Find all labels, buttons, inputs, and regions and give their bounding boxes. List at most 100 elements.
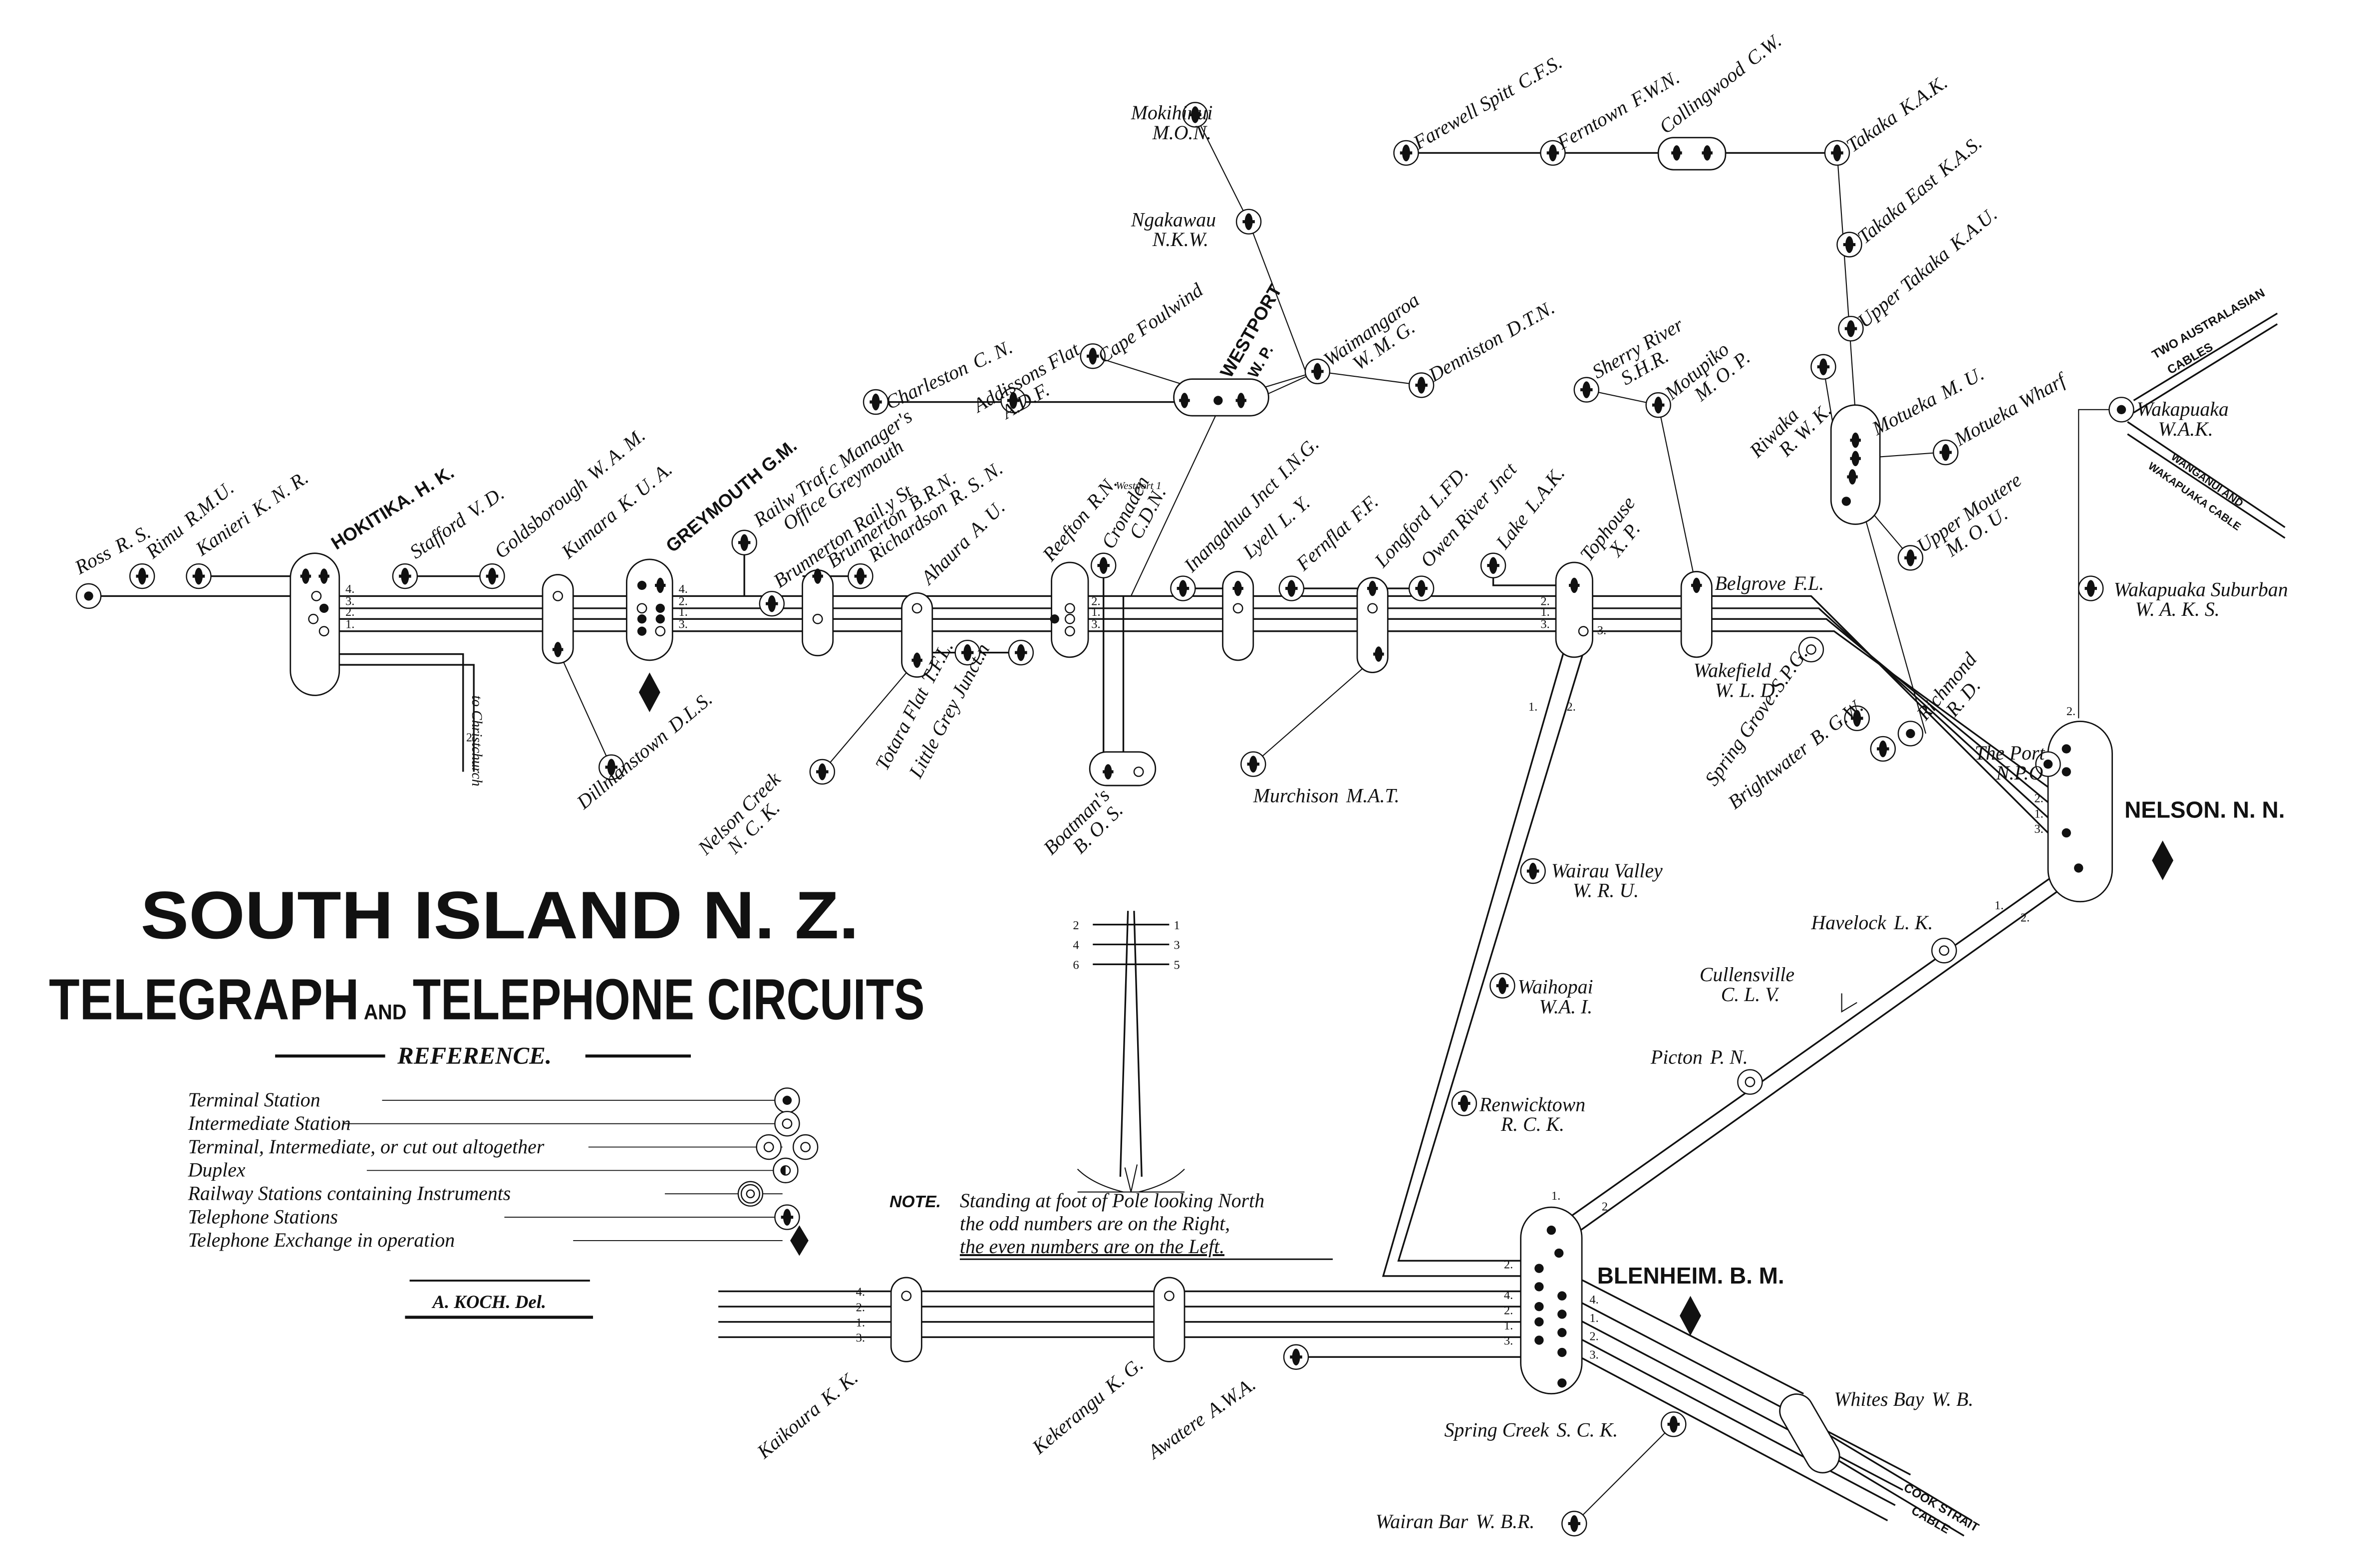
wire-number: 1. xyxy=(345,618,354,631)
instrument xyxy=(1554,1248,1564,1258)
legend-item: Telephone Stations xyxy=(188,1204,800,1230)
credit: A. KOCH. Del. xyxy=(405,1280,593,1319)
svg-text:6: 6 xyxy=(1073,958,1079,972)
legend-label: Telephone Stations xyxy=(188,1206,338,1228)
wire-numbers: 4.3.2.1.4.2.1.3.2.1.3.2.1.3.3.1.2.2.1.2.… xyxy=(345,582,2075,1361)
to-christchurch-label: to Christchurch xyxy=(469,695,485,786)
instrument xyxy=(901,1291,912,1302)
instrument xyxy=(1534,1302,1544,1311)
station-code: F.F. xyxy=(1346,491,1382,526)
instrument xyxy=(911,603,922,614)
instrument xyxy=(1850,451,1861,467)
westport-wire-label: Westport 1 xyxy=(1116,480,1161,492)
legend-item: Terminal Station xyxy=(188,1087,800,1113)
inter-station-icon xyxy=(774,1110,800,1137)
instrument xyxy=(655,614,665,624)
hokitika-office xyxy=(290,552,340,696)
exchange-diamond-icon xyxy=(638,672,660,713)
blenheim-office xyxy=(1520,1206,1583,1395)
telephone-station-icon xyxy=(809,759,836,785)
station-code: A. U. xyxy=(963,496,1009,542)
telephone-station-icon xyxy=(598,754,624,781)
title-and: AND xyxy=(364,1001,407,1025)
station-code: K. U. A. xyxy=(612,458,676,517)
station-code: M.O.N. xyxy=(1152,122,1211,144)
station-boatmans[interactable]: Boatman'sB. O. S. xyxy=(1039,784,1128,873)
telephone-station-icon xyxy=(1489,973,1515,999)
instrument xyxy=(655,577,666,593)
intermediate-station-icon xyxy=(1798,636,1824,663)
instrument xyxy=(1103,764,1114,780)
instrument xyxy=(1557,1309,1567,1319)
station-name: Charleston xyxy=(882,356,971,414)
station-code: M.A.T. xyxy=(1346,785,1400,807)
wire-number: 1. xyxy=(2034,807,2043,820)
wire-number: 1. xyxy=(678,605,687,619)
station-name: Denniston xyxy=(1425,326,1507,386)
instrument xyxy=(2062,744,2071,754)
station-code: D.T.N. xyxy=(1502,296,1558,342)
kumara-office xyxy=(542,574,574,664)
instrument xyxy=(318,626,329,637)
wire-number: 3. xyxy=(1589,1348,1598,1361)
station-code: L. Y. xyxy=(1273,492,1314,532)
instrument xyxy=(2062,767,2071,777)
wire-number: 3. xyxy=(678,618,687,631)
instrument xyxy=(1367,603,1378,614)
wire-number: 3. xyxy=(1540,618,1549,631)
instrument xyxy=(1050,614,1059,624)
station-code: W. B. xyxy=(1932,1388,1974,1410)
note-line-3: the even numbers are on the Left. xyxy=(960,1236,1224,1258)
wire-number: 2. xyxy=(678,595,687,608)
ahaura-office xyxy=(901,592,933,678)
station-code: R. C. K. xyxy=(1500,1113,1564,1135)
instrument xyxy=(1702,145,1713,161)
station-code: K. N. R. xyxy=(247,467,312,522)
greymouth-office xyxy=(626,558,673,661)
exchange-diamond-icon xyxy=(1680,1296,1701,1336)
intermediate-station-icon xyxy=(1931,938,1957,964)
telephone-station-icon xyxy=(129,563,155,589)
station-capefoulwind[interactable]: Cape Foulwind xyxy=(1080,279,1207,369)
telephone-station-icon xyxy=(1836,232,1862,258)
wire-number: 1. xyxy=(1091,605,1100,619)
telephone-station-icon xyxy=(1897,545,1924,571)
telephone-station-icon xyxy=(1540,140,1566,166)
wire-number: 3. xyxy=(1504,1334,1513,1348)
station-code: K.A.U. xyxy=(1945,203,2001,256)
station-name: Rimu xyxy=(141,519,188,563)
svg-text:3: 3 xyxy=(1174,939,1180,952)
note-label: NOTE. xyxy=(889,1193,941,1211)
